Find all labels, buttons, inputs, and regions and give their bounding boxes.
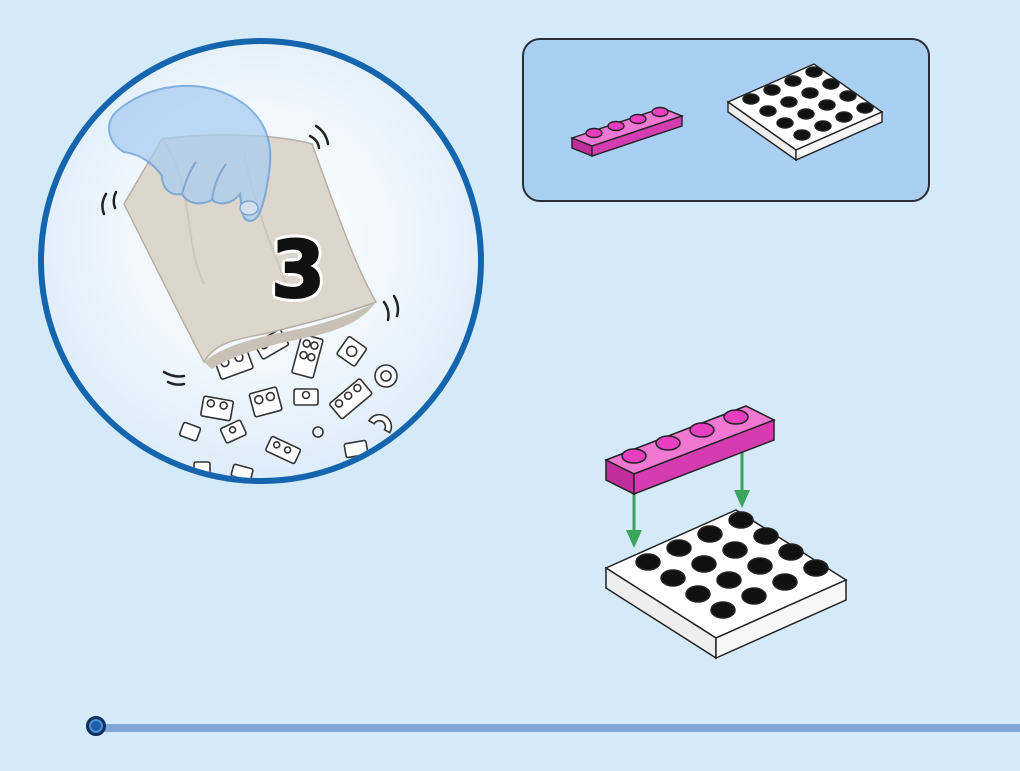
open-bag-illustration: 3	[38, 38, 484, 484]
progress-bar	[98, 724, 1020, 732]
bag-number: 3	[258, 232, 338, 310]
assembly-diagram	[596, 398, 856, 666]
white-plate-4x4-icon	[606, 510, 846, 658]
parts-callout	[522, 38, 930, 202]
pink-plate-1x4-icon	[572, 108, 682, 157]
pink-plate-1x4-icon	[606, 406, 774, 494]
progress-indicator[interactable]	[86, 716, 106, 736]
white-plate-4x4-icon	[728, 64, 882, 160]
